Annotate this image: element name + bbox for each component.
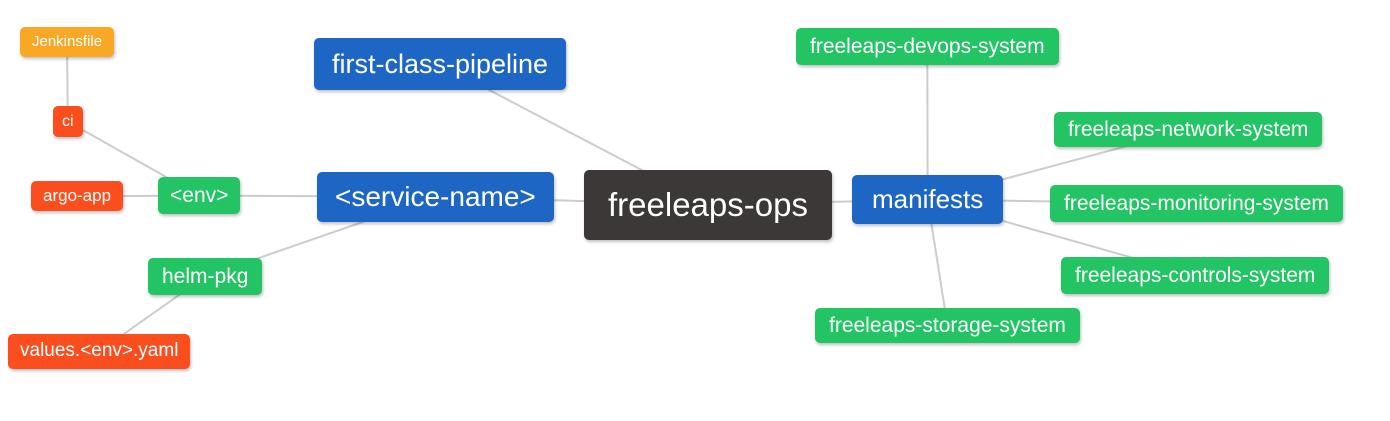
node-freeleaps-network-system[interactable]: freeleaps-network-system: [1054, 112, 1323, 148]
node-manifests[interactable]: manifests: [852, 175, 1004, 225]
node-freeleaps-controls-system[interactable]: freeleaps-controls-system: [1061, 257, 1330, 295]
node-freeleaps-monitoring-system[interactable]: freeleaps-monitoring-system: [1050, 185, 1343, 223]
node-jenkinsfile[interactable]: Jenkinsfile: [20, 27, 115, 57]
node-freeleaps-devops-system[interactable]: freeleaps-devops-system: [796, 28, 1059, 66]
node-service-name[interactable]: <service-name>: [317, 172, 554, 222]
node-ci[interactable]: ci: [53, 106, 83, 138]
node-argo-app[interactable]: argo-app: [31, 181, 124, 212]
node-env[interactable]: <env>: [158, 177, 241, 215]
node-values-env-yaml[interactable]: values.<env>.yaml: [8, 334, 191, 369]
node-helm-pkg[interactable]: helm-pkg: [148, 258, 263, 296]
node-freeleaps-storage-system[interactable]: freeleaps-storage-system: [815, 308, 1080, 344]
node-freeleaps-ops[interactable]: freeleaps-ops: [584, 170, 832, 240]
node-first-class-pipeline[interactable]: first-class-pipeline: [314, 38, 567, 91]
